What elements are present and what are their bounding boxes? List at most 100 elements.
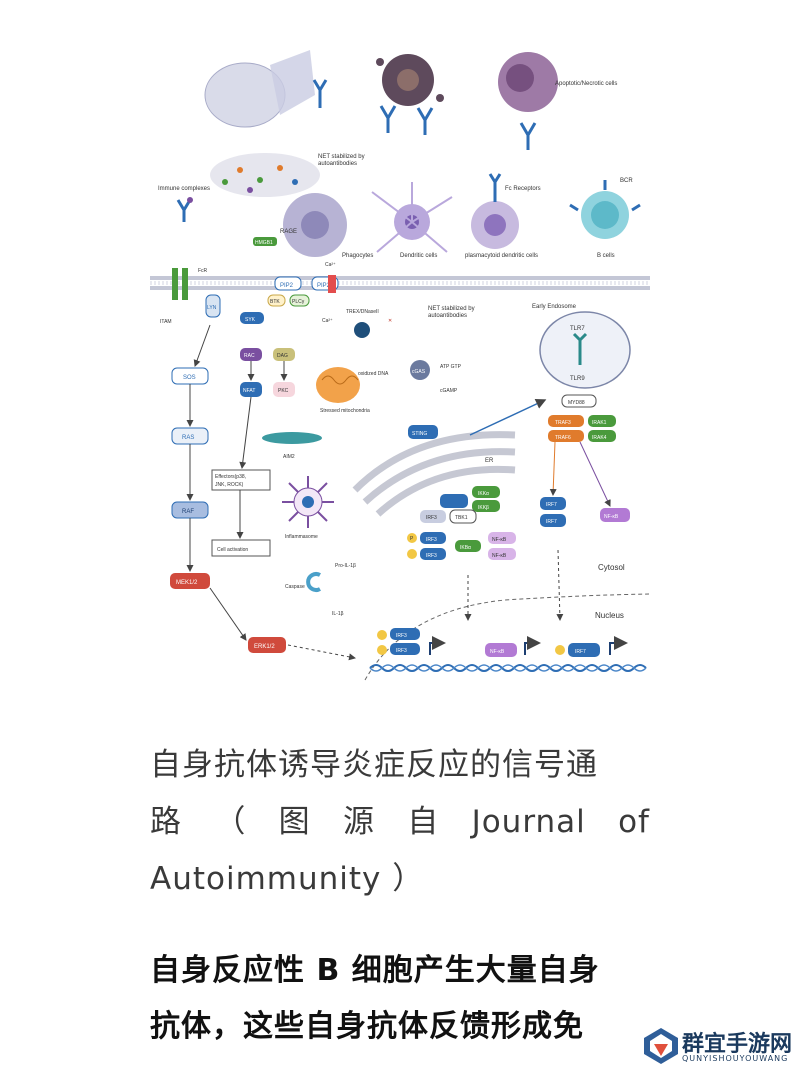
caption-char: 路 bbox=[150, 794, 182, 851]
phagocyte-cell bbox=[283, 193, 347, 257]
fc-receptors-label: Fc Receptors bbox=[505, 186, 541, 192]
n-irf7-label: IRF7 bbox=[575, 649, 586, 655]
inflammasome-icon bbox=[282, 476, 334, 528]
ikka-label: IKKα bbox=[478, 491, 489, 497]
net-top-label-2: autoantibodies bbox=[318, 161, 357, 167]
watermark-subtitle: QUNYISHOUYOUWANG bbox=[682, 1054, 788, 1063]
irf7-b-label: IRF7 bbox=[546, 519, 557, 525]
ikba-label: IKBα bbox=[460, 545, 471, 551]
syk-label: SYK bbox=[245, 317, 256, 323]
nfat-label: NFAT bbox=[243, 388, 255, 394]
er-label: ER bbox=[485, 458, 494, 464]
btk-label: BTK bbox=[270, 299, 280, 305]
immune-complexes-label: Immune complexes bbox=[158, 186, 210, 192]
traf3-label: TRAF3 bbox=[555, 420, 571, 426]
nfkb-r-label: NF-κB bbox=[604, 514, 619, 520]
ikkb-label: IKKβ bbox=[478, 505, 489, 511]
stressed-mito-label: Stressed mitochondria bbox=[320, 408, 370, 414]
irf3-pb-label: IRF3 bbox=[426, 553, 437, 559]
caption-text-3: Autoimmunity ） bbox=[150, 851, 424, 908]
caption-char: of bbox=[618, 794, 650, 851]
tlr7-label: TLR7 bbox=[570, 326, 585, 332]
caption-text-1: 自身抗体诱导炎症反应的信号通 bbox=[150, 737, 598, 794]
ras-label: RAS bbox=[182, 435, 194, 441]
b-cells-label: B cells bbox=[597, 253, 615, 259]
rac-label: RAC bbox=[244, 353, 255, 359]
lyn-label: LYN bbox=[207, 305, 217, 311]
cgamp-label: cGAMP bbox=[440, 388, 458, 394]
inflammasome-label: Inflammasome bbox=[285, 534, 318, 540]
sting-label: STING bbox=[412, 431, 427, 437]
cross-mark: ✕ bbox=[388, 318, 392, 324]
effectors-box: Effectors(p38, JNK, ROCK) bbox=[212, 470, 270, 490]
apoptotic-label: Apoptotic/Necrotic cells bbox=[555, 81, 617, 87]
irf7-a-label: IRF7 bbox=[546, 502, 557, 508]
oxidized-dna-label: oxidized DNA bbox=[358, 371, 389, 377]
atp-gtp-label: ATP GTP bbox=[440, 364, 462, 370]
n-irf3-a-label: IRF3 bbox=[396, 633, 407, 639]
traf6-label: TRAF6 bbox=[555, 435, 571, 441]
plcg-label: PLCγ bbox=[292, 299, 305, 305]
net-cluster bbox=[210, 153, 320, 197]
dendritic-label: Dendritic cells bbox=[400, 253, 437, 259]
pkc-label: PKC bbox=[278, 388, 289, 394]
ca-bottom-label: Ca²⁺ bbox=[322, 318, 333, 324]
signaling-pathway-diagram: Apoptotic/Necrotic cells NET stabilized … bbox=[150, 40, 650, 695]
phagocytes-label: Phagocytes bbox=[342, 253, 373, 259]
fcr-label: FcR bbox=[198, 268, 208, 274]
dag-label: DAG bbox=[277, 353, 288, 359]
caspase-label: Caspase bbox=[285, 584, 305, 590]
caption-line-2: 路 （ 图 源 自 Journal of bbox=[150, 794, 650, 851]
cell-activation-label: Cell activation bbox=[217, 547, 248, 553]
caption-char: 图 bbox=[279, 794, 311, 851]
caption-char: （ bbox=[214, 794, 246, 851]
caption-char: 自 bbox=[407, 794, 439, 851]
caption-char: 源 bbox=[343, 794, 375, 851]
erk-label: ERK1/2 bbox=[254, 644, 275, 650]
myd88-label: MYD88 bbox=[568, 400, 585, 406]
ca-top-label: Ca²⁺ bbox=[325, 262, 336, 268]
sos-label: SOS bbox=[183, 375, 196, 381]
effectors-label: Effectors(p38, bbox=[215, 474, 246, 480]
mek-label: MEK1/2 bbox=[176, 580, 198, 586]
cytosol-label: Cytosol bbox=[598, 563, 625, 572]
n-irf3-b-label: IRF3 bbox=[396, 648, 407, 654]
figure-caption: 自身抗体诱导炎症反应的信号通 路 （ 图 源 自 Journal of Auto… bbox=[150, 737, 650, 908]
paragraph-line-1: 自身反应性 B 细胞产生大量自身 bbox=[150, 943, 670, 999]
early-endosome bbox=[540, 312, 630, 388]
watermark: 群宜手游网 QUNYISHOUYOUWANG bbox=[640, 1024, 800, 1067]
net-mid-label-2: autoantibodies bbox=[428, 313, 467, 319]
nfkb-a-label: NF-κB bbox=[492, 537, 507, 543]
trex-icon bbox=[354, 322, 370, 338]
il1b-label: IL-1β bbox=[332, 611, 344, 617]
pdc-label: plasmacytoid dendritic cells bbox=[465, 253, 538, 259]
pip2-a-label: PIP2 bbox=[280, 283, 294, 289]
early-endosome-label: Early Endosome bbox=[532, 304, 577, 310]
aim2-label: AIM2 bbox=[283, 454, 295, 460]
itam-label: ITAM bbox=[160, 319, 172, 325]
tbk1-label: TBK1 bbox=[455, 515, 468, 521]
aim2-icon bbox=[262, 432, 322, 444]
trex-label: TREX/DNaseII bbox=[346, 309, 379, 315]
tlr9-label: TLR9 bbox=[570, 376, 585, 382]
irak4-label: IRAK4 bbox=[592, 435, 607, 441]
irak1-label: IRAK1 bbox=[592, 420, 607, 426]
irf3-pa-label: IRF3 bbox=[426, 537, 437, 543]
apoptotic-cell-right bbox=[498, 52, 558, 112]
bcr-label: BCR bbox=[620, 178, 633, 184]
net-top-label: NET stabilized by bbox=[318, 154, 365, 160]
cell-activation-box: Cell activation bbox=[212, 540, 270, 556]
effectors-label-2: JNK, ROCK) bbox=[215, 482, 244, 488]
mitochondria-icon bbox=[316, 367, 360, 403]
net-mid-label: NET stabilized by bbox=[428, 306, 475, 312]
rage-label: RAGE bbox=[280, 229, 297, 235]
watermark-logo-icon bbox=[642, 1026, 680, 1066]
paragraph-line-2: 抗体，这些自身抗体反馈形成免 bbox=[150, 999, 670, 1055]
raf-label: RAF bbox=[182, 509, 194, 515]
caption-line-3: Autoimmunity ） bbox=[150, 851, 650, 908]
pro-il1b-label: Pro-IL-1β bbox=[335, 563, 356, 569]
article-paragraph: 自身反应性 B 细胞产生大量自身 抗体，这些自身抗体反馈形成免 bbox=[150, 943, 670, 1055]
caption-char: Journal bbox=[472, 794, 586, 851]
nucleus-label: Nucleus bbox=[595, 611, 624, 620]
cgas-label: cGAS bbox=[412, 369, 426, 375]
